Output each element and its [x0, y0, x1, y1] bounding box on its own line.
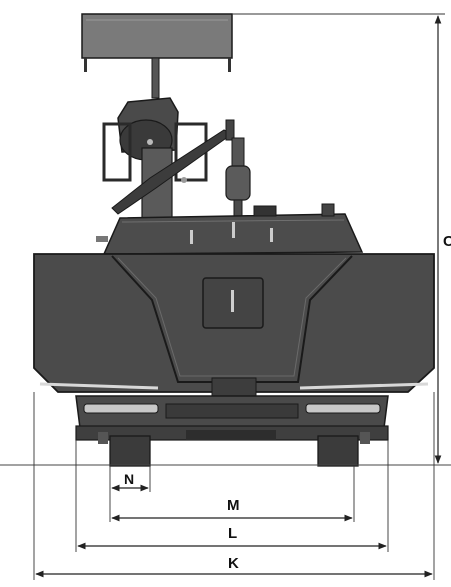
left-track — [98, 432, 151, 467]
dimension-label-l: L — [228, 525, 237, 542]
extension-lines — [33, 13, 445, 580]
canopy — [81, 13, 233, 99]
operator-seat — [102, 97, 235, 219]
dimension-label-n: N — [124, 471, 134, 487]
dimension-m: M — [111, 497, 353, 522]
dimension-label-k: K — [228, 555, 239, 572]
dimension-label-m: M — [227, 497, 240, 514]
undercarriage — [75, 395, 389, 441]
right-track — [317, 432, 370, 467]
dimension-k: K — [35, 555, 433, 578]
exhaust-pipe — [225, 137, 251, 223]
dimension-l: L — [77, 525, 387, 550]
main-body — [33, 253, 435, 401]
dimension-c: C — [434, 15, 451, 464]
engine-hood — [96, 203, 364, 255]
dimension-n: N — [111, 471, 149, 492]
dimension-label-c: C — [443, 233, 451, 250]
